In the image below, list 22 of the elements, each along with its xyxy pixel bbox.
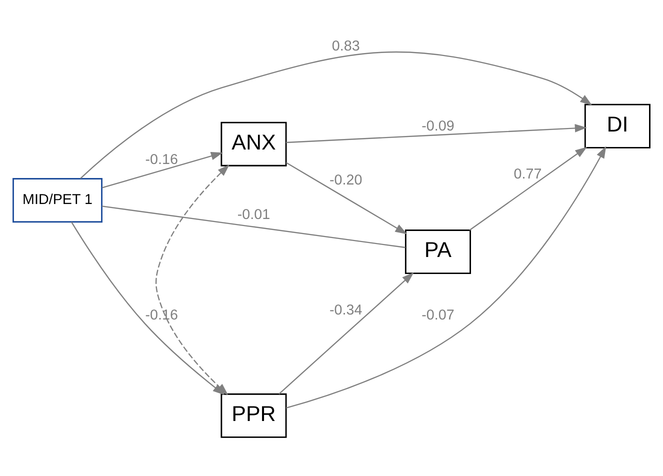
node-box: DI [584, 104, 650, 148]
edge-label: -0.34 [330, 302, 362, 319]
edge-label: -0.09 [422, 118, 454, 134]
edge-label: -0.16 [145, 307, 178, 324]
arrow [80, 52, 592, 179]
edge-label: 0.77 [514, 166, 542, 182]
node-box: PPR [220, 393, 287, 438]
edge-label: -0.07 [422, 307, 454, 324]
arrow [286, 162, 408, 234]
edge-label: -0.16 [145, 152, 178, 168]
arrow [286, 146, 606, 409]
arrow [102, 152, 223, 188]
edge-label: -0.20 [330, 172, 362, 188]
connector [102, 206, 406, 248]
arrow [286, 124, 587, 144]
node-box: MID/PET 1 [12, 178, 102, 223]
edge-label: 0.83 [332, 38, 360, 54]
node-box: PA [404, 230, 471, 274]
arrow [469, 146, 588, 231]
arrow [278, 272, 414, 394]
node-box: ANX [220, 122, 287, 166]
edge-label: -0.01 [237, 206, 270, 223]
